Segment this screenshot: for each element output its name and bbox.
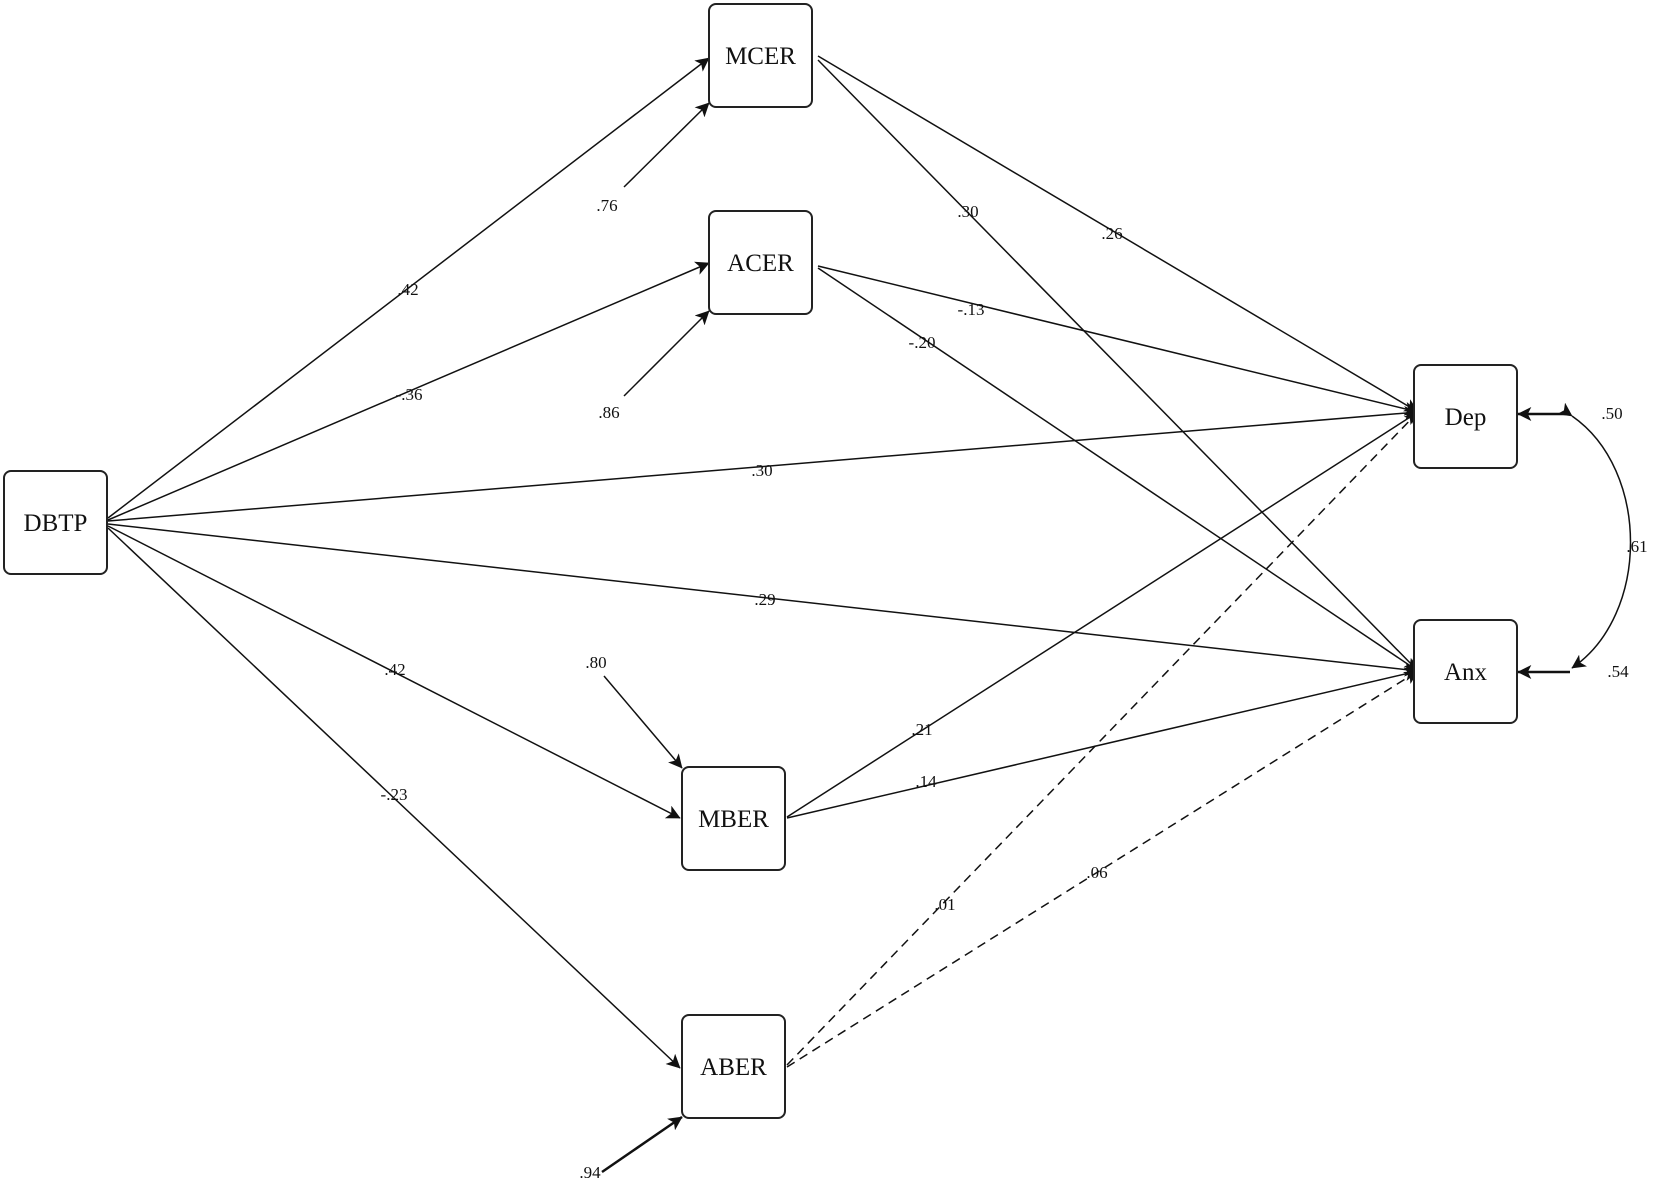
coef-mber-anx: .14 (915, 772, 937, 791)
node-mcer-label: MCER (725, 43, 796, 70)
covariance-curve-dep-anx (1557, 402, 1632, 669)
path-dbtp-aber (107, 527, 681, 1069)
node-mcer: MCER (708, 3, 813, 108)
coef-dbtp-anx: .29 (754, 590, 775, 609)
path-dbtp-anx (107, 523, 1419, 677)
coef-dbtp-dep: .30 (751, 461, 772, 480)
path-mcer-dep (817, 55, 1419, 413)
node-dep: Dep (1413, 364, 1518, 469)
path-acer-anx (817, 267, 1419, 672)
node-anx-label: Anx (1444, 659, 1488, 686)
path-dbtp-mber (107, 525, 681, 819)
residual-mcer-value: .76 (596, 196, 617, 215)
coefficient-labels: .42 -.36 .30 .29 .42 -.23 .26 .30 -.13 -… (381, 202, 1123, 914)
covariance-layer (1557, 402, 1632, 669)
node-mber-label: MBER (698, 806, 769, 833)
node-anx: Anx (1413, 619, 1518, 724)
residual-anx-value: .54 (1607, 662, 1629, 681)
residual-mber-value: .80 (585, 653, 606, 672)
coef-acer-anx: -.20 (909, 333, 936, 352)
coef-mcer-anx: .30 (957, 202, 978, 221)
node-mber: MBER (681, 766, 786, 871)
paths-layer (107, 55, 1419, 1069)
node-aber: ABER (681, 1014, 786, 1119)
path-mber-anx (786, 667, 1419, 819)
path-dbtp-dep (107, 406, 1419, 522)
node-dbtp-label: DBTP (24, 510, 88, 537)
node-aber-label: ABER (700, 1054, 767, 1081)
path-mber-dep (786, 411, 1419, 818)
residual-arrow-mber (603, 675, 683, 769)
node-dbtp: DBTP (3, 470, 108, 575)
residual-acer-value: .86 (598, 403, 619, 422)
node-acer: ACER (708, 210, 813, 315)
coef-dbtp-aber: -.23 (381, 785, 408, 804)
path-dbtp-mcer (107, 57, 710, 519)
coef-dbtp-acer: -.36 (396, 385, 423, 404)
residual-labels: .76 .86 .80 .94 .50 .54 .61 (579, 196, 1647, 1182)
path-aber-anx (786, 670, 1419, 1068)
coef-dbtp-mcer: .42 (397, 280, 418, 299)
coef-acer-dep: -.13 (958, 300, 985, 319)
nodes-layer: DBTP MCER ACER MBER ABER Dep Anx (3, 3, 1518, 1119)
path-acer-dep (817, 265, 1419, 416)
residual-arrow-mcer (623, 102, 710, 188)
residual-aber-value: .94 (579, 1163, 601, 1182)
node-dep-label: Dep (1445, 404, 1487, 431)
node-acer-label: ACER (727, 250, 794, 277)
covariance-dep-anx-value: .61 (1626, 537, 1647, 556)
coef-mcer-dep: .26 (1101, 224, 1122, 243)
residual-arrow-aber (601, 1115, 683, 1174)
coef-mber-dep: .21 (911, 720, 932, 739)
path-dbtp-acer (107, 261, 710, 521)
residual-arrow-acer (623, 310, 710, 397)
residual-dep-value: .50 (1601, 404, 1622, 423)
coef-aber-dep: .01 (934, 895, 955, 914)
coef-aber-anx: .06 (1086, 863, 1107, 882)
path-mcer-anx (817, 59, 1419, 672)
coef-dbtp-mber: .42 (384, 660, 405, 679)
path-aber-dep (786, 411, 1419, 1066)
